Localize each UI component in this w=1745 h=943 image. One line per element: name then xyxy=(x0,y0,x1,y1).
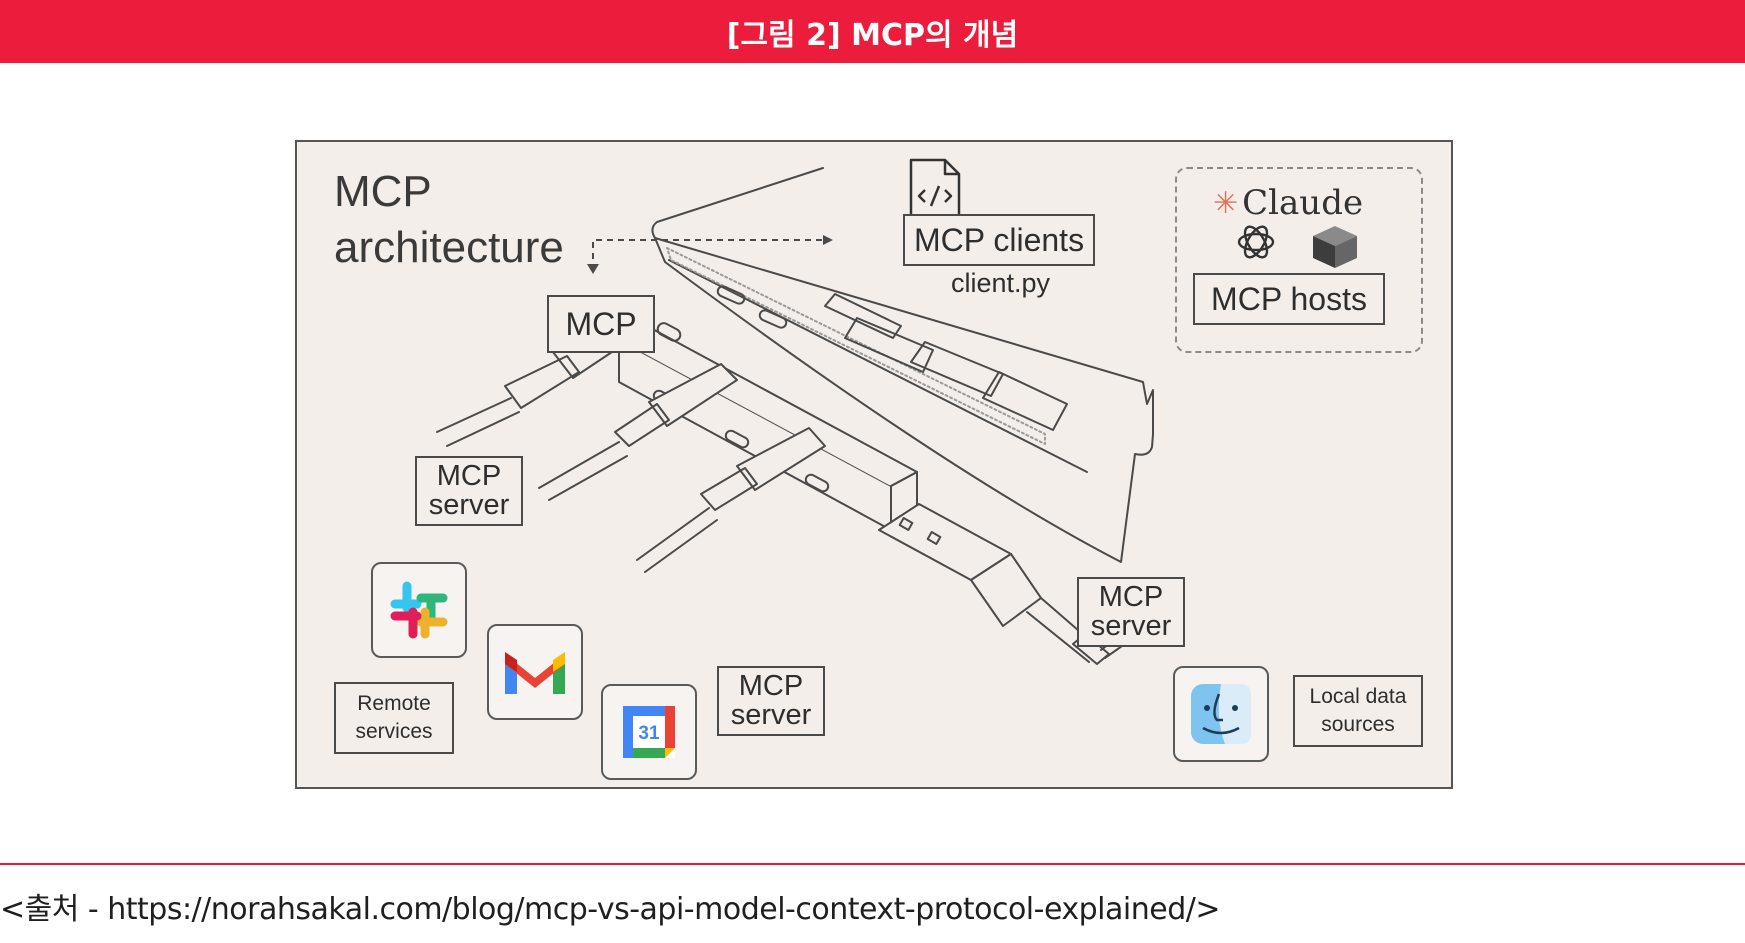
local-data-sources-box: Local data sources xyxy=(1293,675,1423,747)
openai-icon xyxy=(1237,225,1275,259)
claude-logo: ✳ Claude xyxy=(1213,183,1363,223)
mcp-clients-label: MCP clients xyxy=(913,221,1085,258)
calendar-tile: 31 xyxy=(601,684,697,780)
mcp-server-bottom-line-1: MCP xyxy=(738,670,804,702)
mcp-server-bottom-line-2: server xyxy=(730,699,812,731)
laptop-port xyxy=(716,285,746,305)
mcp-server-local-line-1: MCP xyxy=(1098,581,1164,613)
finder-tile xyxy=(1173,666,1269,762)
figure-title-bar: [그림 2] MCP의 개념 xyxy=(0,0,1745,63)
client-file-label: client.py xyxy=(951,268,1051,298)
mcp-hosts-label: MCP hosts xyxy=(1211,280,1367,317)
mcp-server-box-local: MCP server xyxy=(1077,577,1185,647)
laptop-screen-edge xyxy=(651,167,824,239)
gmail-icon xyxy=(505,652,565,694)
calendar-day-number: 31 xyxy=(638,723,660,744)
hub-port xyxy=(724,429,750,449)
source-divider xyxy=(0,863,1745,865)
hub-port xyxy=(804,473,830,493)
gmail-tile xyxy=(487,624,583,720)
google-calendar-icon: 31 xyxy=(623,706,675,758)
local-line-1: Local data xyxy=(1309,684,1407,708)
mcp-hosts-group: ✳ Claude MCP hosts xyxy=(1175,167,1423,353)
mcp-architecture-diagram: MCP architecture MCP clients client.py ✳… xyxy=(295,140,1453,789)
diagram-heading: MCP architecture xyxy=(334,164,564,276)
cable-gmail xyxy=(538,363,738,501)
remote-line-1: Remote xyxy=(357,691,431,715)
local-line-2: sources xyxy=(1321,713,1395,736)
finder-icon xyxy=(1191,684,1251,744)
claude-label: Claude xyxy=(1242,183,1364,223)
mcp-hosts-box: MCP hosts xyxy=(1193,273,1385,325)
claude-icon: ✳ xyxy=(1213,185,1239,221)
laptop-port xyxy=(758,309,788,329)
mcp-server-box-bottom: MCP server xyxy=(717,666,825,736)
cable-calendar xyxy=(636,427,826,573)
laptop-body xyxy=(654,237,1154,563)
mcp-server-box-top: MCP server xyxy=(415,456,523,526)
mcp-clients-box: MCP clients xyxy=(903,214,1095,266)
cube-logo-icon xyxy=(1313,226,1357,268)
keyboard-key xyxy=(824,293,902,339)
mcp-hub-label: MCP xyxy=(565,305,637,342)
slack-icon xyxy=(390,581,448,639)
source-citation: <출처 - https://norahsakal.com/blog/mcp-vs… xyxy=(0,892,1221,927)
mcp-server-top-line-1: MCP xyxy=(436,460,502,492)
remote-services-box: Remote services xyxy=(334,682,454,754)
heading-line-2: architecture xyxy=(334,223,564,272)
mcp-hub-box: MCP xyxy=(547,295,655,353)
hub-port xyxy=(656,322,682,342)
mcp-server-local-line-2: server xyxy=(1090,610,1172,642)
keyboard-key xyxy=(844,317,934,373)
figure-title: [그림 2] MCP의 개념 xyxy=(726,17,1019,53)
mcp-server-top-line-2: server xyxy=(428,489,510,521)
heading-line-1: MCP xyxy=(334,167,432,216)
speaker-grill xyxy=(666,247,1046,445)
keyboard-key xyxy=(982,371,1068,431)
remote-line-2: services xyxy=(355,720,433,743)
slack-tile xyxy=(371,562,467,658)
keyboard-key xyxy=(910,341,1004,397)
